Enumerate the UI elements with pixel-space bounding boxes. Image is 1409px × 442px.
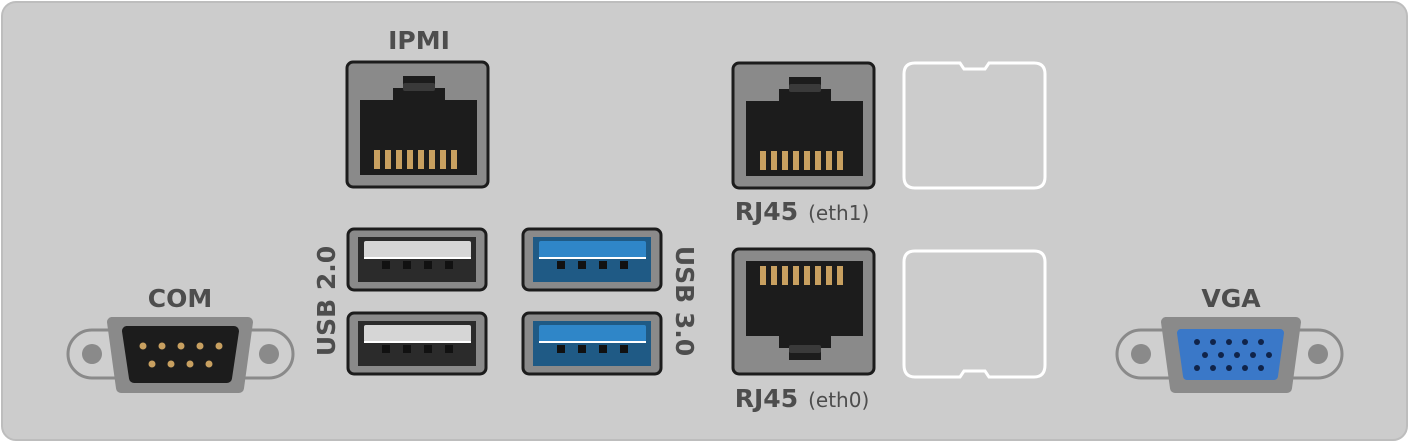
usb2-port-bottom-icon[interactable] xyxy=(346,311,488,376)
eth0-rj45-port-icon[interactable] xyxy=(731,247,876,376)
sfp-cage-top-icon[interactable] xyxy=(902,61,1047,190)
vga-label: VGA xyxy=(1201,284,1261,313)
eth0-label: RJ45 (eth0) xyxy=(735,384,870,413)
vga-db15-port-icon[interactable] xyxy=(1115,317,1344,393)
com-label: COM xyxy=(148,284,212,313)
usb3-label: USB 3.0 xyxy=(670,246,699,356)
ipmi-label: IPMI xyxy=(388,26,450,55)
sfp-cage-bottom-icon[interactable] xyxy=(902,249,1047,379)
usb3-port-bottom-icon[interactable] xyxy=(521,311,663,376)
com-db9-port-icon[interactable] xyxy=(66,317,295,393)
ipmi-rj45-port-icon[interactable] xyxy=(345,60,490,189)
eth1-rj45-port-icon[interactable] xyxy=(731,61,876,190)
eth1-label: RJ45 (eth1) xyxy=(735,197,870,226)
usb3-port-top-icon[interactable] xyxy=(521,227,663,292)
usb2-port-top-icon[interactable] xyxy=(346,227,488,292)
usb2-label: USB 2.0 xyxy=(312,246,341,356)
